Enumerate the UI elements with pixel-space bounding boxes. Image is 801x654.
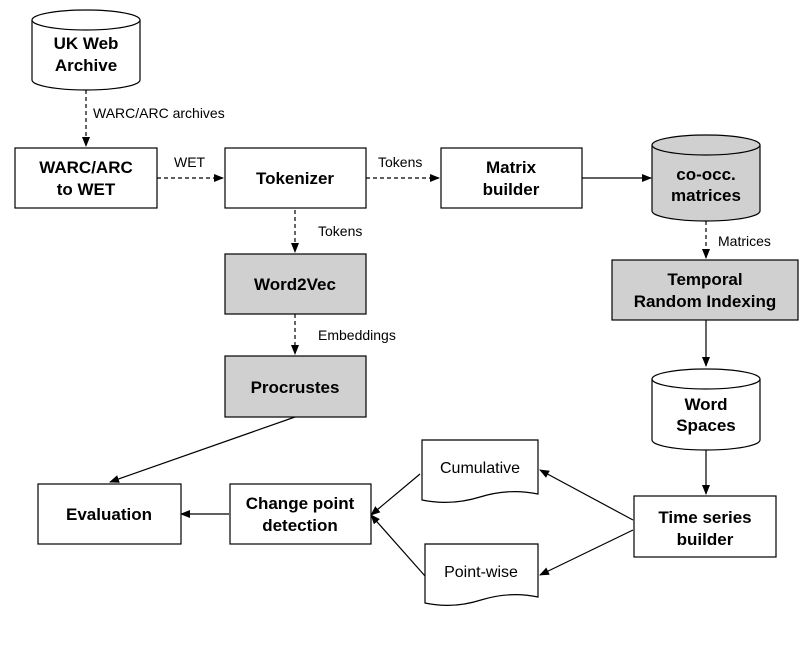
edge-cumulative-to-changepoint bbox=[370, 473, 421, 516]
cooc-matrices-label-2: matrices bbox=[671, 186, 741, 205]
temporal-ri-label-2: Random Indexing bbox=[634, 292, 777, 311]
uk-web-archive-label-2: Archive bbox=[55, 56, 117, 75]
warc-to-wet-label-2: to WET bbox=[57, 180, 116, 199]
word2vec-label: Word2Vec bbox=[254, 275, 336, 294]
tokenizer-node: Tokenizer bbox=[224, 147, 367, 209]
warc-to-wet-label-1: WARC/ARC bbox=[39, 158, 133, 177]
edge-label-embeddings: Embeddings bbox=[318, 327, 396, 343]
edge-label-tokens-right: Tokens bbox=[378, 154, 422, 170]
cooc-matrices-label-1: co-occ. bbox=[676, 165, 736, 184]
edges bbox=[82, 90, 710, 577]
word2vec-node: Word2Vec bbox=[224, 253, 367, 315]
evaluation-node: Evaluation bbox=[37, 483, 182, 545]
edge-label-matrices: Matrices bbox=[718, 233, 771, 249]
edge-pointwise-to-changepoint bbox=[370, 514, 426, 577]
edge-label-wet: WET bbox=[174, 154, 206, 170]
procrustes-label: Procrustes bbox=[251, 378, 340, 397]
word-spaces-label-1: Word bbox=[684, 395, 727, 414]
word-spaces-node: Word Spaces bbox=[651, 368, 761, 451]
warc-to-wet-node: WARC/ARC to WET bbox=[14, 147, 158, 209]
edge-procrustes-to-evaluation bbox=[109, 416, 296, 483]
temporal-random-indexing-node: Temporal Random Indexing bbox=[611, 259, 799, 321]
time-series-builder-node: Time series builder bbox=[633, 495, 777, 558]
change-point-detection-node: Change point detection bbox=[229, 483, 372, 545]
edge-label-warc-arc-archives: WARC/ARC archives bbox=[93, 105, 225, 121]
uk-web-archive-label-1: UK Web bbox=[54, 34, 119, 53]
evaluation-label: Evaluation bbox=[66, 505, 152, 524]
pointwise-label: Point-wise bbox=[444, 564, 518, 581]
time-series-label-2: builder bbox=[677, 530, 734, 549]
temporal-ri-label-1: Temporal bbox=[667, 270, 742, 289]
cooc-matrices-node: co-occ. matrices bbox=[651, 134, 761, 222]
cumulative-node: Cumulative bbox=[421, 439, 539, 503]
matrix-builder-label-2: builder bbox=[483, 180, 540, 199]
word-spaces-label-2: Spaces bbox=[676, 416, 736, 435]
change-point-label-1: Change point bbox=[246, 494, 355, 513]
matrix-builder-node: Matrix builder bbox=[440, 147, 583, 209]
edge-timeseries-to-cumulative bbox=[539, 469, 634, 521]
change-point-label-2: detection bbox=[262, 516, 338, 535]
tokenizer-label: Tokenizer bbox=[256, 169, 334, 188]
pointwise-node: Point-wise bbox=[424, 543, 539, 606]
uk-web-archive-node: UK Web Archive bbox=[31, 9, 141, 91]
cumulative-label: Cumulative bbox=[440, 460, 520, 477]
edge-timeseries-to-pointwise bbox=[539, 529, 634, 576]
time-series-label-1: Time series bbox=[658, 508, 751, 527]
edge-label-tokens-down: Tokens bbox=[318, 223, 362, 239]
matrix-builder-label-1: Matrix bbox=[486, 158, 537, 177]
procrustes-node: Procrustes bbox=[224, 355, 367, 418]
